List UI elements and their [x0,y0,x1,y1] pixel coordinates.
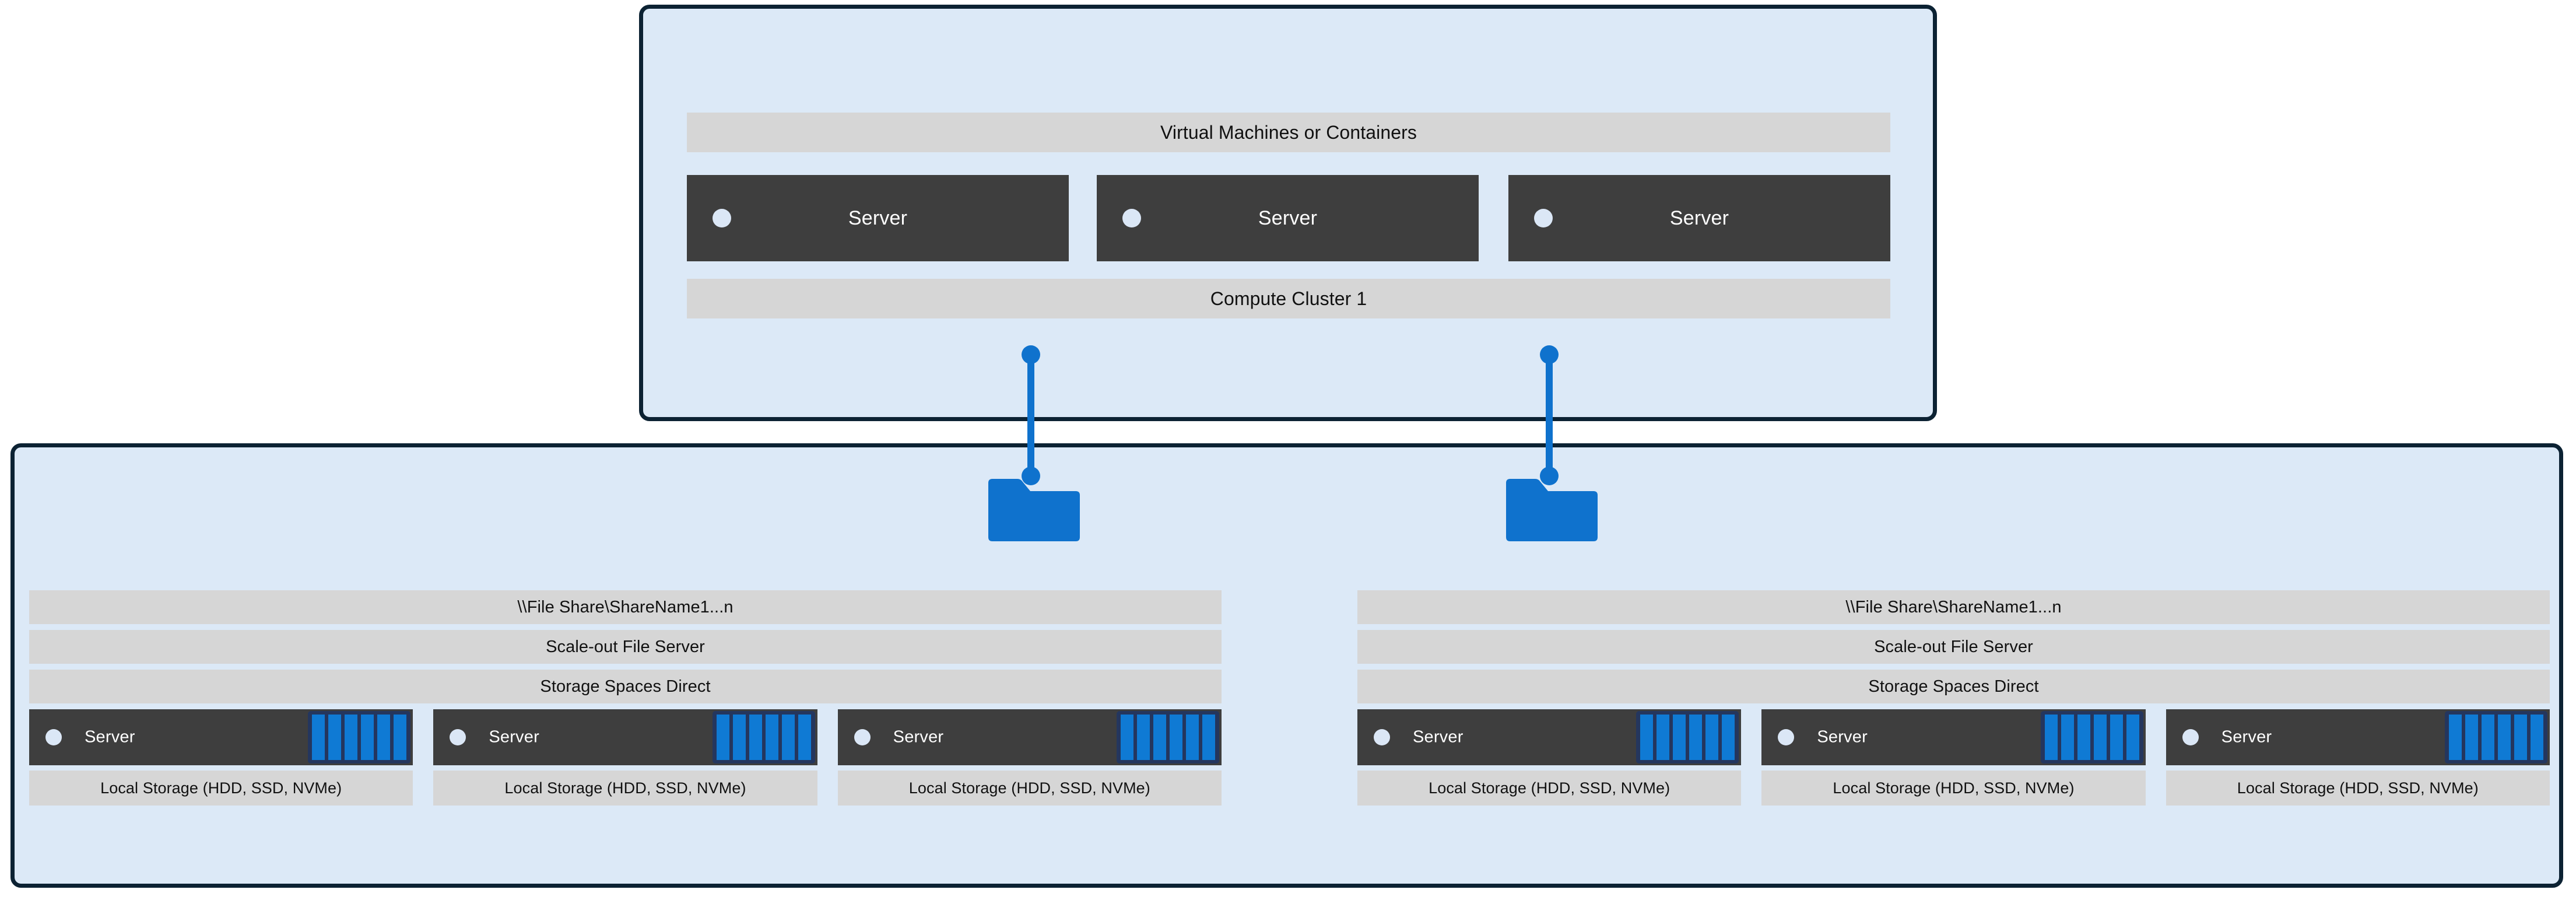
local-storage-band: Local Storage (HDD, SSD, NVMe) [1357,771,1742,806]
local-storage-band: Local Storage (HDD, SSD, NVMe) [837,771,1222,806]
storage-server-label: Server [1817,727,1868,747]
storage-spaces-direct-band: Storage Spaces Direct [29,670,1222,703]
storage-node: Server Local Storage (HDD, SSD, NVMe) [433,709,817,806]
compute-server-label: Server [848,206,908,229]
file-share-folder-icon [984,478,1080,542]
storage-node: Server Local Storage (HDD, SSD, NVMe) [2166,709,2550,806]
storage-server-body: Server [2166,709,2550,765]
file-share-band: \\File Share\ShareName1...n [1357,590,2550,624]
storage-node: Server Local Storage (HDD, SSD, NVMe) [837,709,1222,806]
compute-server: Server [1508,175,1890,261]
compute-to-storage-connector-2 [1540,345,1559,485]
disk-bays-icon [308,711,411,764]
virtual-machines-band: Virtual Machines or Containers [687,113,1890,152]
storage-spaces-direct-band: Storage Spaces Direct [1357,670,2550,703]
storage-server-body: Server [29,709,413,765]
local-storage-band: Local Storage (HDD, SSD, NVMe) [29,771,413,806]
storage-server-body: Server [1357,709,1742,765]
status-led-icon [1778,729,1795,745]
connector-line [1027,355,1034,476]
status-led-icon [45,729,62,745]
local-storage-label: Local Storage (HDD, SSD, NVMe) [100,779,342,797]
local-storage-label: Local Storage (HDD, SSD, NVMe) [2237,779,2479,797]
file-share-label: \\File Share\ShareName1...n [517,597,734,617]
status-led-icon [2182,729,2199,745]
disk-bays-icon [1116,711,1219,764]
compute-cluster-label: Compute Cluster 1 [1210,288,1367,309]
compute-cluster-band: Compute Cluster 1 [687,279,1890,318]
disk-bays-icon [2040,711,2143,764]
storage-server-label: Server [893,727,944,747]
status-led-icon [1534,209,1553,227]
storage-server-label: Server [489,727,539,747]
disk-bays-icon [1636,711,1739,764]
compute-to-storage-connector-1 [1022,345,1040,485]
storage-server-label: Server [1413,727,1464,747]
storage-server-label: Server [2221,727,2272,747]
file-share-folder-icon [1501,478,1598,542]
connector-endpoint-dot-icon [1022,467,1040,485]
storage-server-label: Server [85,727,135,747]
status-led-icon [450,729,466,745]
storage-tier-container [10,443,2563,888]
scale-out-file-server-label: Scale-out File Server [546,637,705,656]
virtual-machines-label: Virtual Machines or Containers [1160,121,1417,143]
local-storage-band: Local Storage (HDD, SSD, NVMe) [433,771,817,806]
storage-server-body: Server [433,709,817,765]
local-storage-label: Local Storage (HDD, SSD, NVMe) [1833,779,2075,797]
storage-cluster-group-1: \\File Share\ShareName1...n Scale-out Fi… [29,590,1222,806]
storage-node: Server Local Storage (HDD, SSD, NVMe) [1357,709,1742,806]
status-led-icon [1122,209,1141,227]
scale-out-file-server-band: Scale-out File Server [29,630,1222,664]
compute-server: Server [1097,175,1479,261]
local-storage-label: Local Storage (HDD, SSD, NVMe) [504,779,746,797]
disk-bays-icon [712,711,815,764]
storage-cluster-group-2: \\File Share\ShareName1...n Scale-out Fi… [1357,590,2550,806]
storage-server-body: Server [837,709,1222,765]
compute-server-label: Server [1258,206,1318,229]
local-storage-band: Local Storage (HDD, SSD, NVMe) [2166,771,2550,806]
connector-endpoint-dot-icon [1540,467,1559,485]
local-storage-label: Local Storage (HDD, SSD, NVMe) [1429,779,1670,797]
local-storage-label: Local Storage (HDD, SSD, NVMe) [908,779,1150,797]
storage-node: Server Local Storage (HDD, SSD, NVMe) [1761,709,2146,806]
compute-server-label: Server [1669,206,1729,229]
storage-spaces-direct-label: Storage Spaces Direct [1868,677,2039,696]
scale-out-file-server-label: Scale-out File Server [1874,637,2033,656]
status-led-icon [713,209,731,227]
status-led-icon [854,729,871,745]
scale-out-file-server-band: Scale-out File Server [1357,630,2550,664]
status-led-icon [1374,729,1390,745]
storage-spaces-direct-label: Storage Spaces Direct [540,677,711,696]
disk-bays-icon [2444,711,2547,764]
storage-node-row: Server Local Storage (HDD, SSD, NVMe) Se… [1357,709,2550,806]
connector-line [1546,355,1553,476]
storage-node: Server Local Storage (HDD, SSD, NVMe) [29,709,413,806]
file-share-label: \\File Share\ShareName1...n [1845,597,2062,617]
compute-server: Server [687,175,1069,261]
storage-server-body: Server [1761,709,2146,765]
local-storage-band: Local Storage (HDD, SSD, NVMe) [1761,771,2146,806]
file-share-band: \\File Share\ShareName1...n [29,590,1222,624]
storage-node-row: Server Local Storage (HDD, SSD, NVMe) Se… [29,709,1222,806]
